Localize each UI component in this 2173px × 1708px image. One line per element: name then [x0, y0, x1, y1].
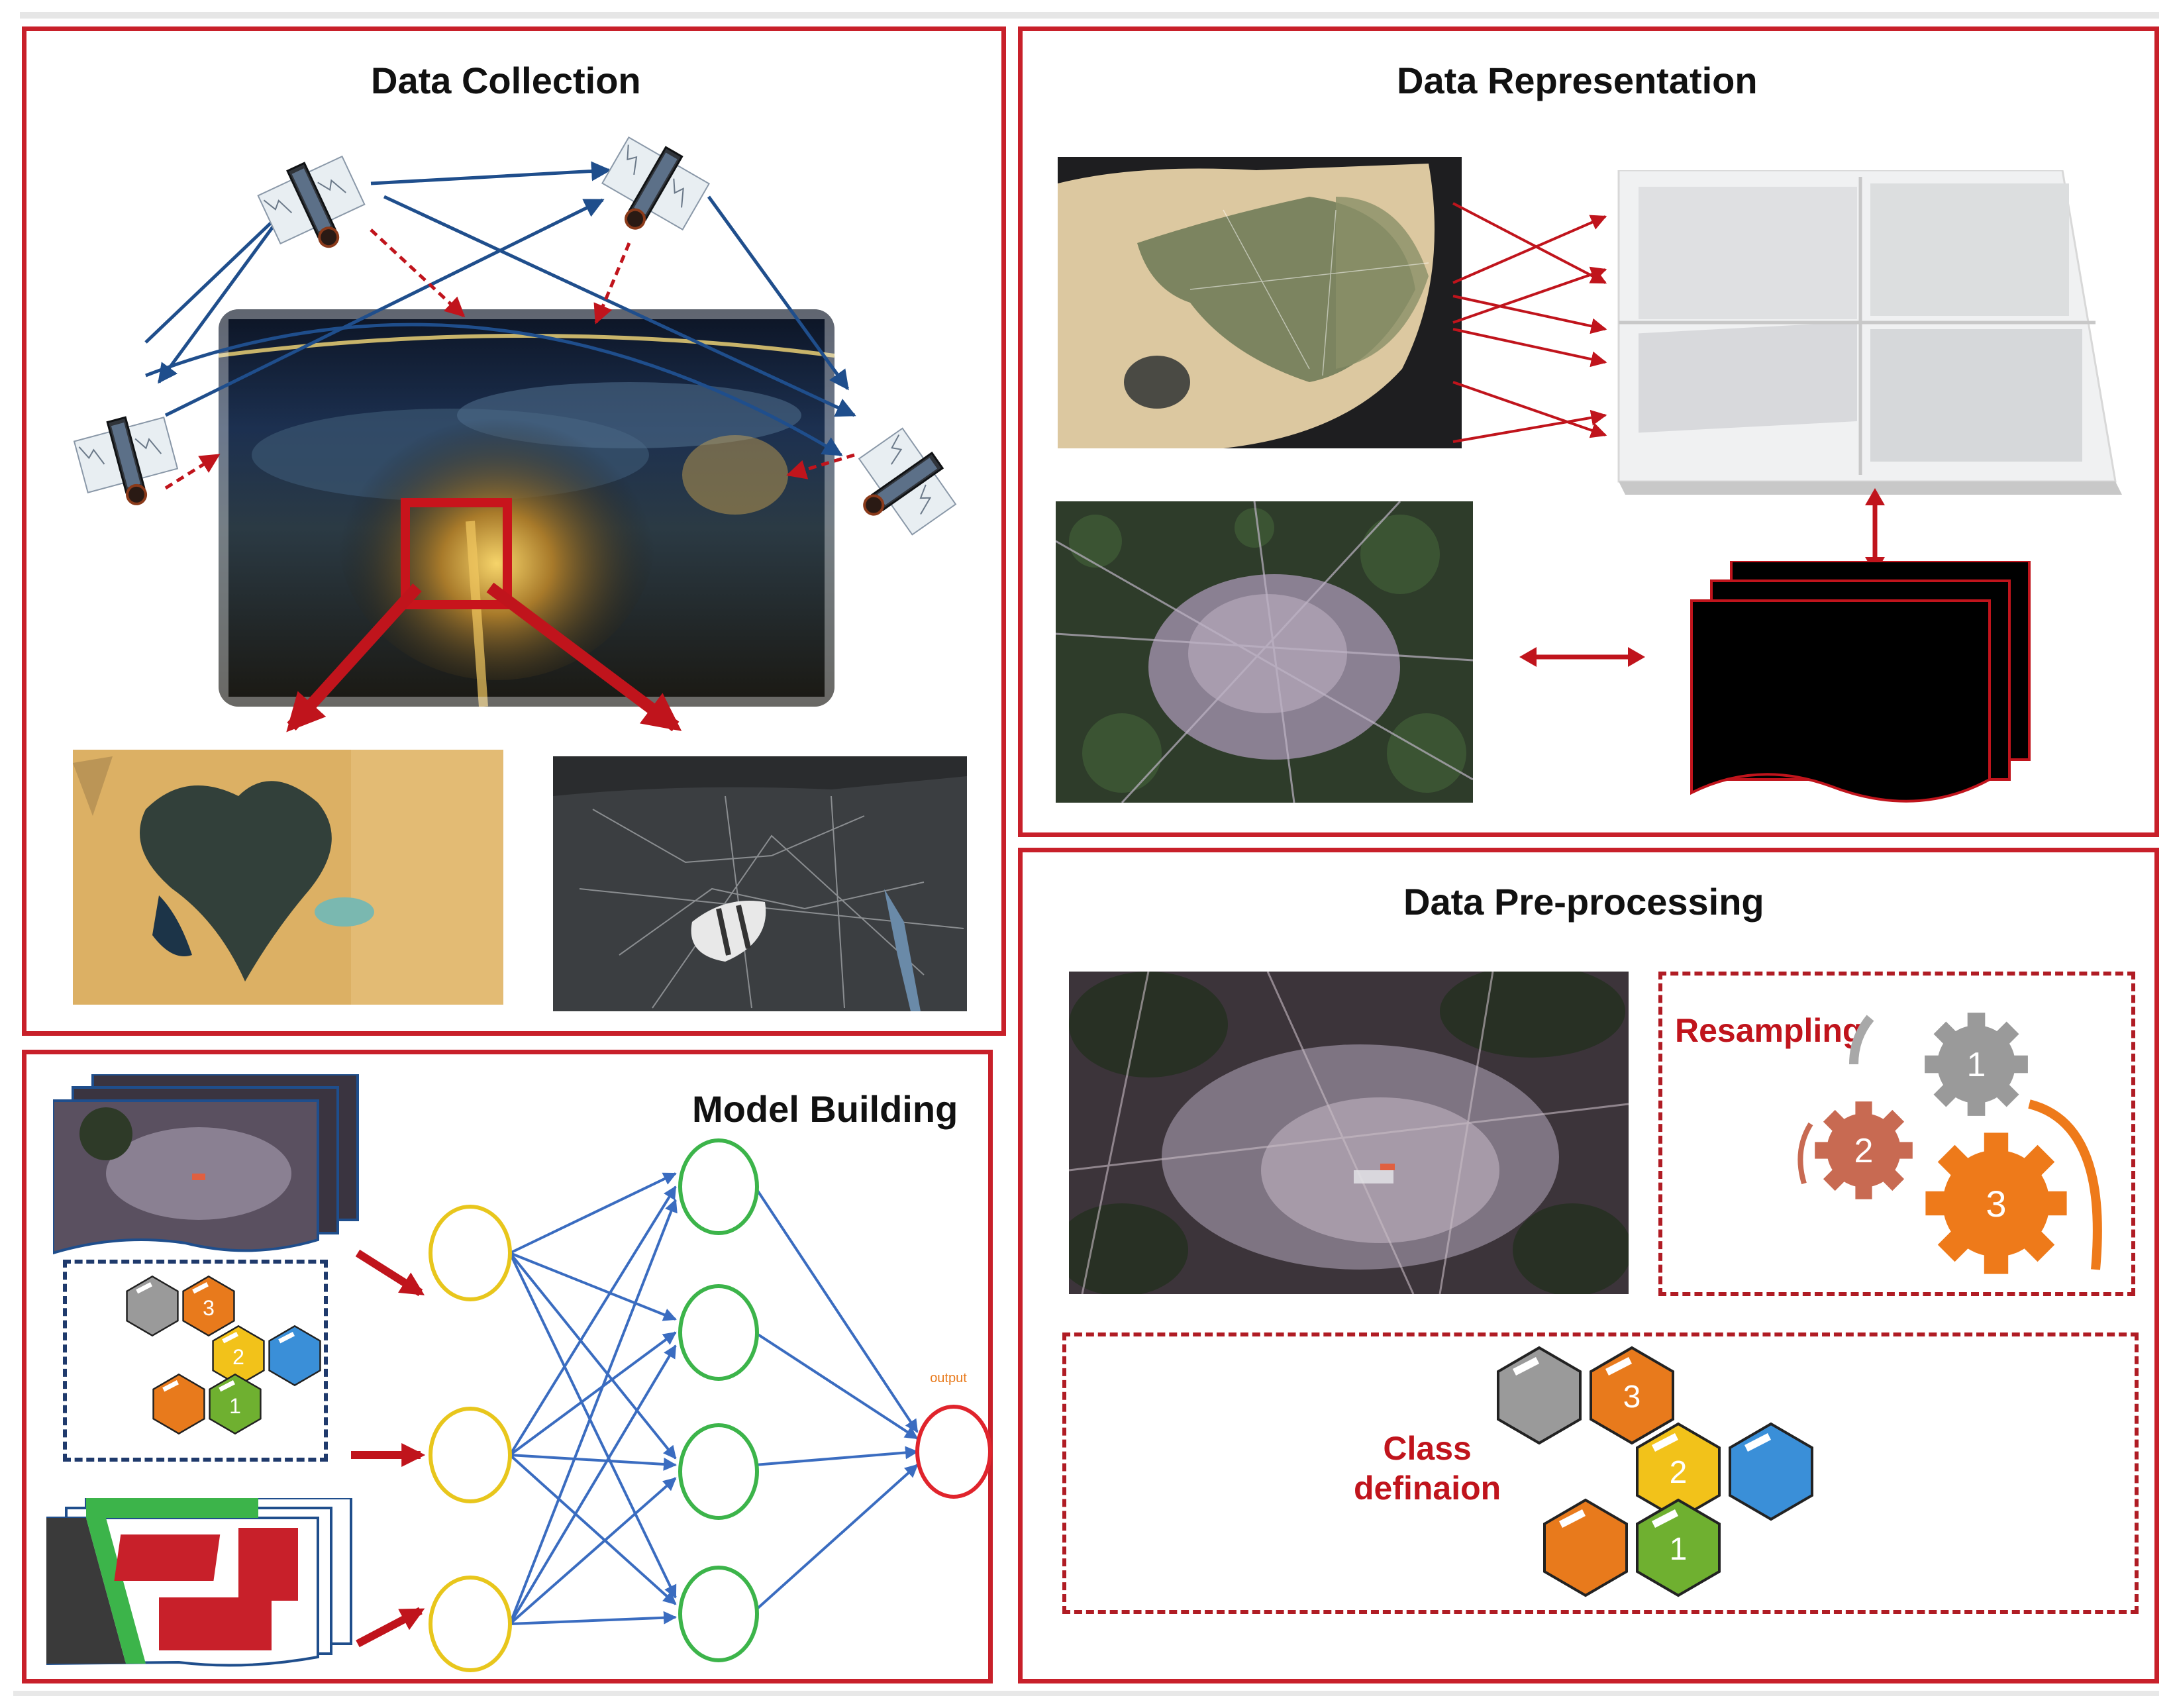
data-representation-panel: Data Representation — [1018, 26, 2159, 837]
dark-region-map — [553, 756, 967, 1011]
svg-text:1: 1 — [229, 1394, 241, 1418]
image-stack-input — [53, 1074, 359, 1255]
nile-delta-image — [1058, 157, 1462, 448]
image-tiles-stack — [1592, 170, 2155, 521]
data-collection-panel: Data Collection — [22, 26, 1006, 1036]
output-label: output — [930, 1371, 967, 1385]
svg-text:2: 2 — [232, 1345, 244, 1369]
class-definition-box — [1062, 1332, 2139, 1614]
neural-network: output — [351, 1138, 992, 1672]
city-preprocessed-image — [1069, 972, 1629, 1294]
svg-text:1: 1 — [1967, 1046, 1986, 1084]
svg-text:3: 3 — [203, 1296, 215, 1320]
svg-text:1: 1 — [1670, 1532, 1688, 1567]
gears-diagram: 1 2 3 — [1797, 1013, 2102, 1274]
bottom-rule — [13, 1691, 2159, 1696]
satellite-network — [70, 127, 966, 732]
mapping-arrows — [1452, 202, 1607, 443]
earth-night-image — [219, 309, 834, 707]
land-map-input — [46, 1498, 352, 1667]
resampling-label: Resampling — [1675, 1012, 1863, 1049]
data-collection-title: Data Collection — [371, 60, 641, 101]
svg-text:3: 3 — [1986, 1183, 2006, 1225]
resampling-box — [1658, 972, 2135, 1296]
top-rule — [20, 12, 2159, 19]
data-preprocessing-panel: Data Pre-processing Resampling — [1018, 848, 2159, 1683]
model-building-panel: Model Building 3 2 1 — [22, 1050, 993, 1683]
class-hex-input: 3 2 1 — [126, 1276, 321, 1434]
horizontal-double-arrow — [1519, 647, 1645, 667]
urban-satellite-image — [1056, 501, 1473, 803]
feature-stack — [1690, 561, 2031, 803]
svg-text:2: 2 — [1670, 1455, 1688, 1490]
data-representation-title: Data Representation — [1397, 60, 1758, 101]
class-label-line-1: Class — [1383, 1430, 1472, 1467]
model-building-title: Model Building — [692, 1088, 958, 1130]
class-definition-label: Class definaion — [1354, 1429, 1501, 1508]
svg-text:2: 2 — [1854, 1132, 1874, 1170]
svg-text:3: 3 — [1623, 1380, 1641, 1415]
class-label-line-2: definaion — [1354, 1470, 1501, 1507]
zoom-square — [401, 498, 512, 609]
class-hexagons: 3 2 1 — [1497, 1346, 1813, 1597]
class-hex-input-box — [63, 1260, 328, 1462]
data-preprocessing-title: Data Pre-processing — [1403, 881, 1764, 923]
oasis-satellite-image — [73, 750, 503, 1005]
